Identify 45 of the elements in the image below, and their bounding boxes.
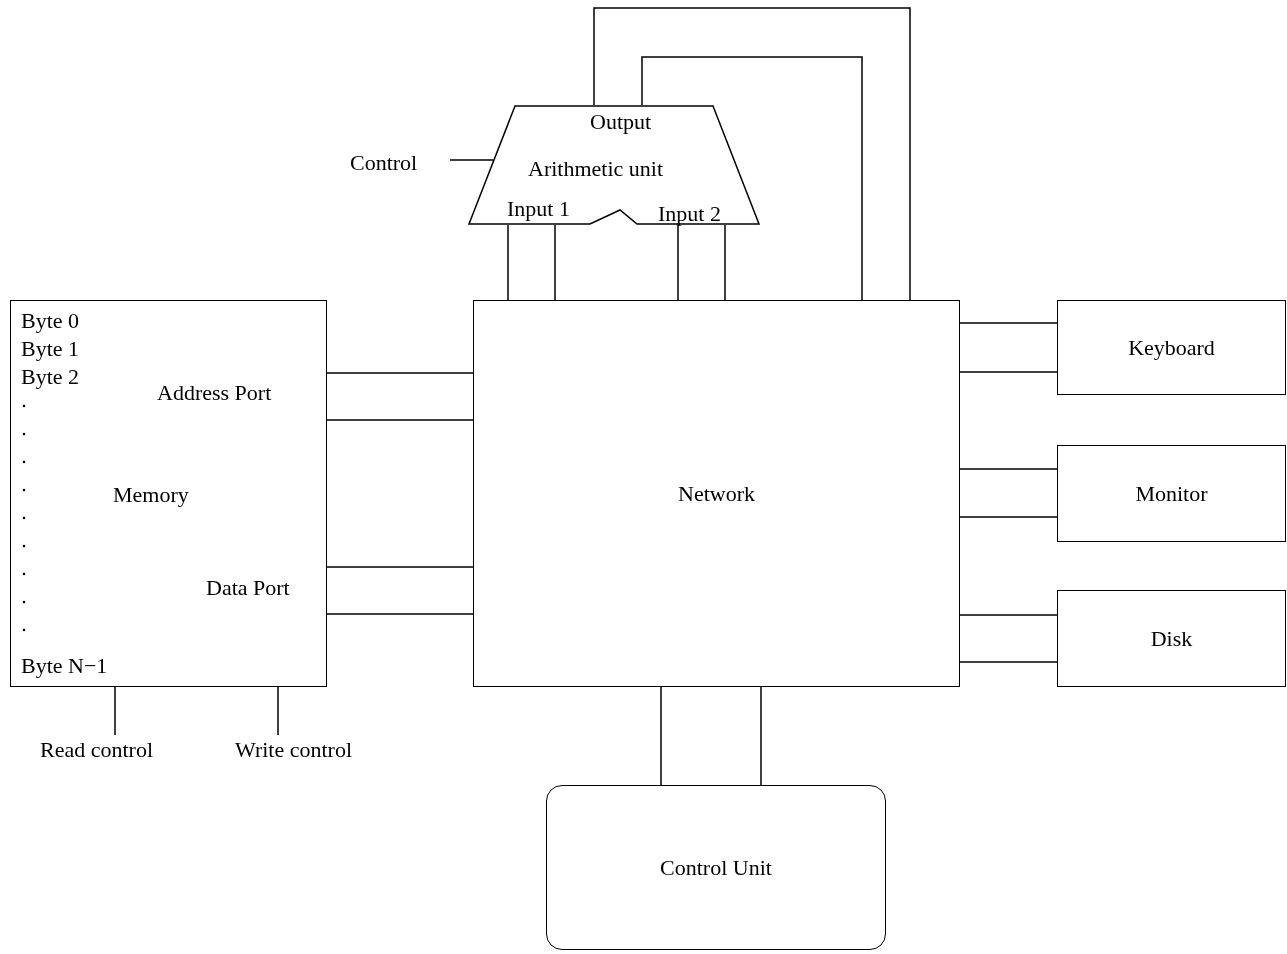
- connector-line: [959, 661, 1058, 663]
- leader-line: [114, 686, 116, 736]
- device-label: Monitor: [1135, 480, 1208, 507]
- connector-line: [326, 613, 474, 615]
- device-box: [1057, 300, 1286, 395]
- port-label: Address Port: [157, 380, 272, 406]
- connector-line: [326, 419, 474, 421]
- connector-line: [959, 371, 1058, 373]
- connector-line: [554, 224, 556, 301]
- device-box: [1057, 445, 1286, 542]
- connector-line: [593, 7, 911, 301]
- network-box: [473, 300, 960, 687]
- input-label: Input 2: [658, 201, 721, 227]
- unit-label: Arithmetic unit: [528, 156, 664, 182]
- memory-label: Memory: [113, 482, 189, 508]
- write-control-label: Write control: [235, 737, 352, 763]
- device-label: Disk: [1150, 625, 1193, 652]
- byte-label: Byte 2: [21, 364, 80, 390]
- network-label: Network: [678, 480, 755, 507]
- connector-line: [326, 372, 474, 374]
- device-box: [1057, 590, 1286, 687]
- output-label: Output: [590, 109, 652, 135]
- leader-line: [277, 686, 279, 736]
- connector-line: [326, 566, 474, 568]
- input-label: Input 1: [507, 196, 570, 222]
- connector-line: [507, 224, 509, 301]
- port-label: Data Port: [206, 575, 290, 601]
- connector-line: [959, 614, 1058, 616]
- byte-label: Byte N−1: [21, 653, 108, 679]
- connector-line: [724, 224, 726, 301]
- connector-line: [959, 322, 1058, 324]
- connector-line: [959, 516, 1058, 518]
- connector-line: [660, 686, 662, 786]
- control-label: Control: [350, 150, 418, 176]
- connector-line: [677, 224, 679, 301]
- control-unit-box: [546, 785, 886, 950]
- byte-label: Byte 1: [21, 336, 80, 362]
- connector-line: [959, 468, 1058, 470]
- byte-label: Byte 0: [21, 308, 80, 334]
- memory-box: [10, 300, 327, 687]
- connector-line: [641, 56, 863, 301]
- read-control-label: Read control: [40, 737, 154, 763]
- device-label: Keyboard: [1128, 334, 1215, 361]
- connector-line: [760, 686, 762, 786]
- control-unit-label: Control Unit: [660, 854, 772, 881]
